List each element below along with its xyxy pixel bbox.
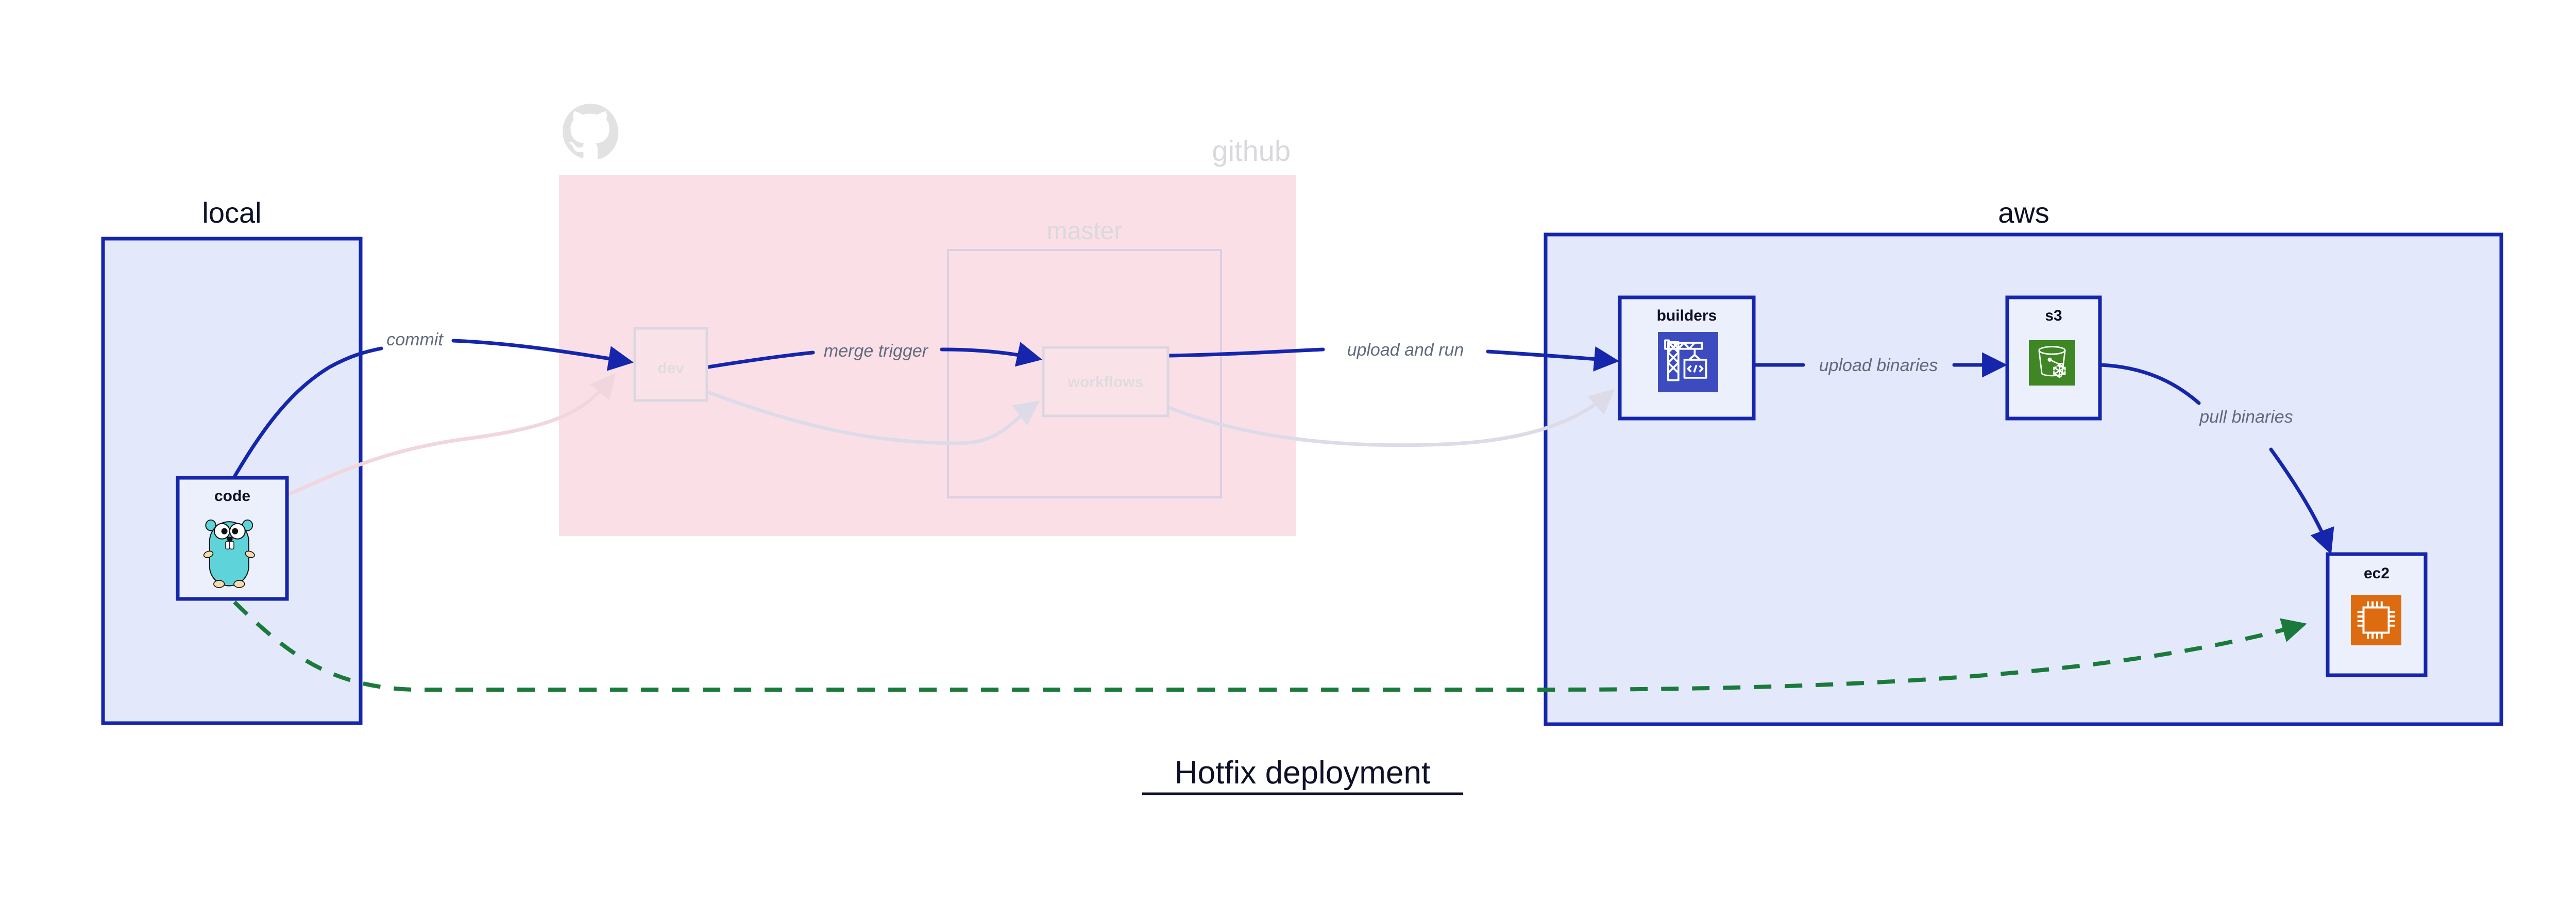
edge-pull-binaries[interactable]: pull binaries [2099, 363, 2334, 555]
page-title: Hotfix deployment [1175, 755, 1430, 791]
node-dev[interactable]: dev [633, 327, 708, 402]
edge-commit-path-left [231, 346, 383, 481]
github-octocat-icon [563, 104, 619, 160]
node-s3[interactable]: s3 [2005, 295, 2102, 421]
node-dev-box [633, 327, 708, 402]
edge-commit-label: commit [386, 330, 444, 349]
node-ec2-label: ec2 [2364, 565, 2389, 582]
edge-hotfix-direct[interactable] [233, 600, 2307, 692]
go-gopher-icon [203, 519, 255, 588]
aws-ec2-icon [2351, 595, 2401, 645]
edge-commit[interactable]: commit [231, 330, 634, 481]
edge-pull-binaries-label: pull binaries [2199, 407, 2293, 427]
edge-pull-binaries-path-bottom [2269, 447, 2334, 555]
node-code[interactable]: code [176, 476, 289, 601]
edge-commit-path-right [451, 339, 634, 371]
container-local-label: local [202, 196, 261, 229]
node-dev-label: dev [657, 360, 684, 377]
node-builders[interactable]: builders [1618, 295, 1756, 421]
edge-hotfix-direct-path [233, 600, 2307, 692]
node-ec2[interactable]: ec2 [2326, 552, 2428, 677]
container-aws-label: aws [1998, 196, 2049, 229]
node-workflows-box [1042, 346, 1170, 417]
edge-upload-and-run-path-left [1166, 347, 1325, 358]
aws-codebuild-icon [1658, 332, 1718, 392]
container-local[interactable]: local [101, 196, 363, 725]
faded-edge-group [235, 373, 1615, 517]
node-code-label: code [214, 488, 250, 505]
edge-upload-binaries[interactable]: upload binaries [1752, 352, 2008, 378]
aws-s3-glacier-icon [2029, 340, 2075, 386]
edge-upload-and-run-label: upload and run [1347, 340, 1464, 360]
subgroup-master-label: master [1047, 218, 1123, 245]
faded-edge-dev-workflows [705, 390, 1040, 445]
node-workflows[interactable]: workflows [1042, 346, 1170, 417]
edge-merge-trigger[interactable]: merge trigger [706, 341, 1042, 369]
container-github-label: github [1212, 135, 1291, 167]
subgroup-master[interactable]: master [947, 218, 1222, 498]
edge-upload-and-run-path-right [1486, 346, 1620, 372]
edge-upload-binaries-label: upload binaries [1819, 356, 1938, 375]
node-workflows-label: workflows [1067, 374, 1144, 391]
node-builders-label: builders [1657, 307, 1717, 324]
subgroup-master-box [947, 249, 1222, 498]
edge-upload-and-run[interactable]: upload and run [1166, 340, 1620, 372]
faded-edge-workflows-builders [1166, 389, 1615, 447]
node-s3-label: s3 [2045, 307, 2062, 324]
faded-edge-code-dev [235, 373, 616, 517]
edge-merge-trigger-label: merge trigger [824, 341, 929, 361]
container-github[interactable]: github master [559, 104, 1296, 536]
edge-pull-binaries-path-top [2099, 363, 2201, 405]
edge-merge-trigger-path-left [706, 350, 815, 369]
diagram-title-group: Hotfix deployment [1142, 755, 1463, 795]
edge-merge-trigger-path-right [940, 342, 1042, 367]
